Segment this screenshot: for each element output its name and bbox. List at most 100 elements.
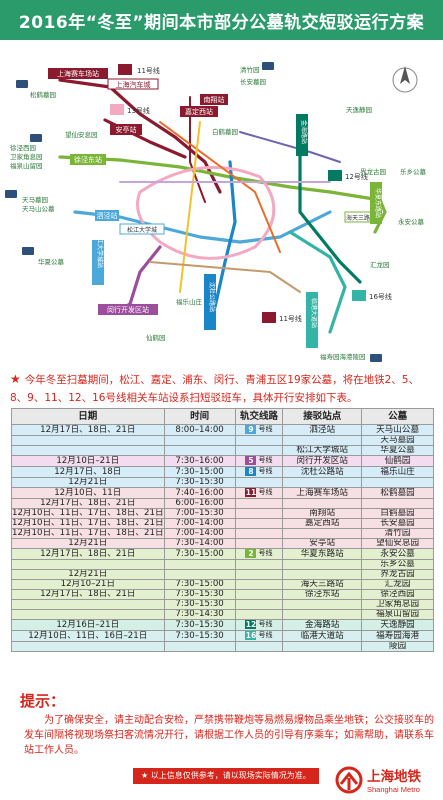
cell-station	[282, 569, 363, 580]
line-number-badge: 8	[245, 467, 257, 476]
cell-cemetery: 天逸静园	[361, 619, 434, 631]
bus-icon	[16, 80, 28, 88]
cell-station: 沈杜公路站	[282, 466, 363, 478]
cell-line	[234, 538, 284, 549]
cemetery-label: 永安公墓	[398, 217, 425, 226]
cell-date: 12月21日	[11, 538, 165, 549]
cell-cemetery: 望仙安息园	[361, 538, 434, 549]
cell-station	[282, 599, 363, 610]
cell-cemetery: 白鹤墓园	[361, 508, 434, 519]
cell-time: 7:30–15:00	[163, 466, 236, 478]
station-label: 临港大道站	[310, 298, 318, 328]
station-label: 沈杜公路站	[208, 282, 216, 312]
cell-time: 6:00–16:00	[163, 498, 236, 509]
cell-cemetery: 长安墓园	[361, 518, 434, 529]
station-label: 金海路站	[300, 120, 308, 144]
cell-time	[163, 435, 236, 446]
table-row: 乐乡公墓	[11, 559, 434, 570]
cemetery-label: 望仙安息园	[65, 130, 98, 139]
cell-date: 12月10日、11日	[11, 487, 165, 499]
col-header-line: 轨交线路	[234, 408, 284, 425]
cell-line	[234, 528, 284, 539]
cell-line	[234, 435, 284, 446]
cell-cemetery: 松鹤墓园	[361, 487, 434, 499]
line-badge: 16号线	[369, 292, 392, 301]
col-header-cemetery: 公墓	[361, 408, 434, 425]
cemetery-label: 徐泾西园	[10, 143, 36, 152]
cell-cemetery: 福泉山留园	[361, 609, 434, 620]
line-number-badge: 12	[245, 620, 257, 629]
line-number-badge: 11	[245, 488, 257, 497]
cell-cemetery: 仙鹤园	[361, 455, 434, 467]
line-suffix: 号线	[258, 425, 273, 434]
cell-cemetery: 天马墓园	[361, 435, 434, 446]
line-badge: 13号线	[127, 106, 150, 115]
cell-date	[11, 599, 165, 610]
cemetery-label: 福乐山庄	[176, 297, 203, 306]
bus-icon	[262, 62, 274, 70]
cemetery-label: 福泉山留园	[10, 161, 43, 170]
station-label: 上海赛车场站	[57, 69, 99, 78]
cell-time: 7:30–15:30	[163, 630, 236, 642]
cell-time: 7:30–15:00	[163, 548, 236, 560]
cell-station	[282, 477, 363, 488]
station-label: 闵行开发区站	[107, 305, 149, 314]
line-suffix: 号线	[258, 631, 273, 640]
cell-cemetery: 清竹园	[361, 528, 434, 539]
station-label: 松江大学城	[127, 226, 157, 234]
cell-cemetery: 华夏公墓	[361, 445, 434, 456]
cemetery-label: 清竹园	[240, 65, 260, 74]
cell-date	[11, 609, 165, 620]
station-label: 松江大学城站	[96, 232, 104, 268]
col-header-time: 时间	[163, 408, 236, 425]
cell-date: 12月17日、18日、21日	[11, 424, 165, 436]
cell-line	[234, 498, 284, 509]
line-badge: 12号线	[345, 172, 368, 181]
line-suffix: 号线	[258, 549, 273, 558]
cell-time: 7:30–16:00	[163, 455, 236, 467]
line-number-badge: 9	[245, 425, 257, 434]
cemetery-label: 华夏公墓	[38, 257, 65, 266]
table-row: 12月21日界龙古园	[11, 569, 434, 580]
cell-cemetery: 永安公墓	[361, 548, 434, 560]
cell-station	[282, 435, 363, 446]
cell-date: 12月10日、11日、17日、18日、21日	[11, 508, 165, 519]
cell-date	[11, 641, 165, 652]
cell-time: 8:00–14:00	[163, 424, 236, 436]
cell-station	[282, 528, 363, 539]
cell-time: 7:00–14:00	[163, 518, 236, 529]
cell-station	[282, 559, 363, 570]
cell-cemetery: 福寿园海港	[361, 630, 434, 642]
cell-date: 12月17日、18日、21日	[11, 548, 165, 560]
table-row: 陵园	[11, 641, 434, 652]
line-badge: 11号线	[137, 66, 160, 75]
cell-station: 徐泾东站	[282, 589, 363, 600]
cell-time	[163, 641, 236, 652]
cell-date: 12月10日、11日、17日、18日、21日	[11, 518, 165, 529]
cell-cemetery: 天马山公墓	[361, 424, 434, 436]
cemetery-label: 汇龙园	[370, 260, 390, 269]
station-label: 泗泾站	[97, 211, 118, 220]
cell-line	[234, 569, 284, 580]
bus-icons	[5, 62, 382, 362]
station-label: 南翔站	[204, 95, 225, 104]
cell-time: 7:40–16:00	[163, 487, 236, 499]
cell-station	[282, 609, 363, 620]
cell-time: 7:00–15:30	[163, 508, 236, 519]
cell-date: 12月16日–21日	[11, 619, 165, 631]
cell-date	[11, 435, 165, 446]
station-label: 徐泾东站	[74, 155, 102, 164]
